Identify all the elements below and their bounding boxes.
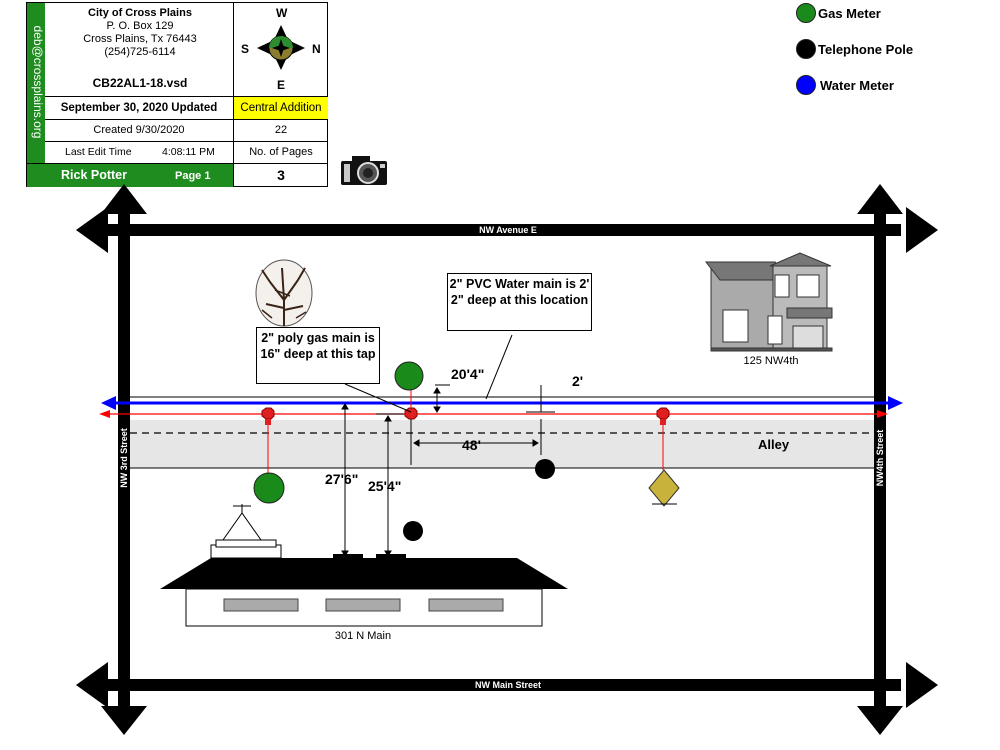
gas-main-callout: 2" poly gas main is 16" deep at this tap [256,327,380,384]
legend-label: Water Meter [820,77,894,93]
commercial-building-icon [160,504,568,627]
water-meter-swatch [796,75,816,95]
house-address: 125 NW4th [743,355,798,367]
address-line-1: P. O. Box 129 [106,20,174,32]
title-block: deb@crossplains.org City of Cross Plains… [26,2,328,187]
street-label-bottom: NW Main Street [475,680,541,690]
gas-main-line [99,410,888,418]
created-value: 22 [274,124,288,136]
legend-telephone-pole: Telephone Pole [796,38,913,60]
gas-meter-south [253,472,285,504]
gas-valve-right [656,407,670,470]
legend-label: Gas Meter [818,5,881,21]
dimension-27ft-6in: 27'6" [325,471,358,487]
dimension-48ft: 48' [462,437,481,453]
water-main-line [101,396,903,410]
alley-label: Alley [758,437,790,452]
email-strip [27,3,45,163]
street-label-left: NW 3rd Street [119,428,129,488]
gas-valve-left [261,407,275,475]
updated-label: September 30, 2020 Updated [60,102,218,114]
street-right [857,184,903,735]
camera-icon [341,156,387,185]
legend-water-meter: Water Meter [796,74,894,96]
org-name: City of Cross Plains [88,7,192,19]
page-label: Page 1 [175,170,211,182]
dimension-25ft-4in: 25'4" [368,478,401,494]
address-line-2: Cross Plains, Tx 76443 [83,33,197,45]
gas-meter-swatch [796,3,816,23]
email-label: deb@crossplains.org [31,25,45,139]
dimension-2ft: 2' [572,373,583,389]
last-edit-label: Last Edit Time [65,146,132,158]
alley-band [130,420,874,468]
created-label: Created 9/30/2020 [93,124,185,136]
street-bottom [76,662,938,708]
street-top [76,207,938,253]
commercial-address: 301 N Main [335,630,391,642]
legend-gas-meter: Gas Meter [796,2,881,24]
addition-label: Central Addition [234,97,328,119]
gas-meter-north [394,361,424,391]
dimension-20ft-4in: 20'4" [451,366,484,382]
pages-value: 3 [277,167,285,183]
water-main-callout: 2" PVC Water main is 2' 2" deep at this … [447,273,592,331]
last-edit-time: 4:08:11 PM [162,146,215,158]
caution-sign-icon [648,469,680,507]
author-name: Rick Potter [61,168,127,182]
street-left [101,184,147,735]
gas-valve-center [404,385,418,420]
author-banner [27,164,233,187]
telephone-pole-swatch [796,39,816,59]
house-icon [704,252,833,352]
filename: CB22AL1-18.vsd [92,76,188,90]
phone: (254)725-6114 [104,46,176,58]
street-label-top: NW Avenue E [479,225,537,235]
pages-label: No. of Pages [249,146,313,158]
telephone-pole-lot [403,521,423,541]
tree-icon [255,259,313,327]
street-label-right: NW4th Street [875,430,885,487]
telephone-pole-alley [535,459,555,479]
legend-label: Telephone Pole [818,41,914,57]
